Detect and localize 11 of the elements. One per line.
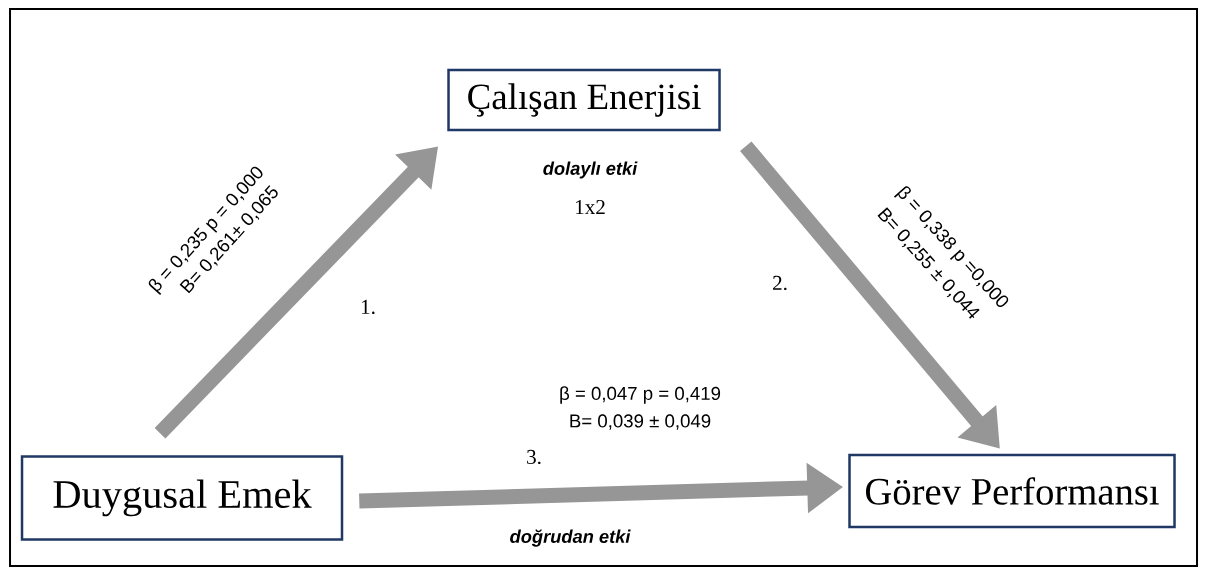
effect-label: dolaylı etki xyxy=(543,161,638,179)
effect-label: doğrudan etki xyxy=(510,529,631,547)
variable-box: Görev Performansı xyxy=(848,453,1176,529)
statistics-text: B= 0,039 ± 0,049 xyxy=(570,414,711,430)
path-number: 1x2 xyxy=(576,200,605,214)
path-number: 2. xyxy=(773,275,787,291)
path-number: 3. xyxy=(527,449,541,465)
variable-box: Duygusal Emek xyxy=(20,455,344,541)
statistics-text: β = 0,047 p = 0,419 xyxy=(560,386,721,404)
variable-box: Çalışan Enerjisi xyxy=(447,68,721,132)
path-number: 1. xyxy=(362,299,375,315)
